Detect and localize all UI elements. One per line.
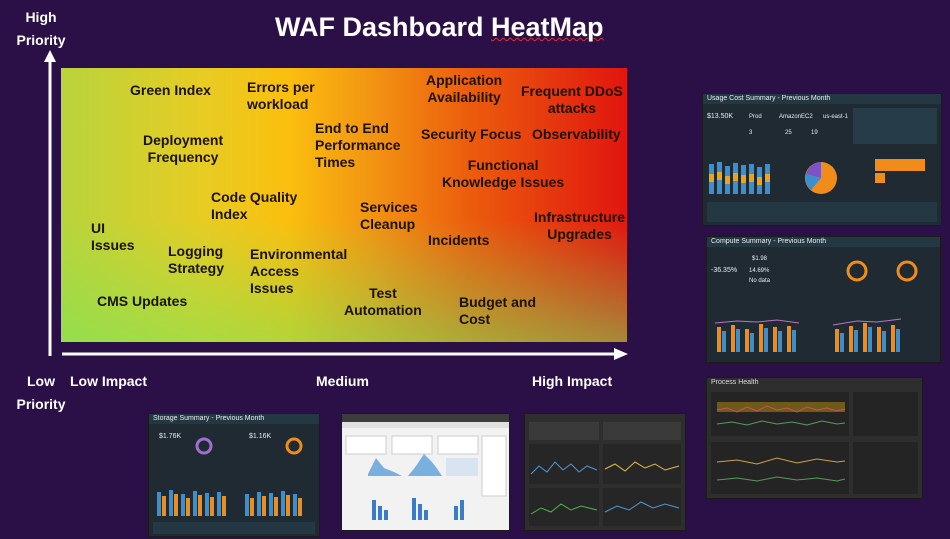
item-environmental-access: Environmental Access Issues xyxy=(250,246,348,296)
item-code-quality: Code Quality Index xyxy=(211,189,298,222)
y-axis-low-label: Low Priority xyxy=(16,373,66,412)
storage-value-2: $1.16K xyxy=(249,433,272,440)
item-observability: Observability xyxy=(532,126,621,142)
item-frequent-ddos: Frequent DDoS attacks xyxy=(521,83,623,116)
compute-thumb-title: Compute Summary - Previous Month xyxy=(711,238,827,245)
storage-thumb-graphic: $1.76K $1.16K xyxy=(153,433,315,534)
item-infrastructure-upgrades: Infrastructure Upgrades xyxy=(534,209,626,242)
x-axis-high-label: High Impact xyxy=(532,373,613,389)
compute-value-cost: $1.98 xyxy=(752,256,768,262)
item-services-cleanup: Services Cleanup xyxy=(360,199,418,232)
y-axis-arrowhead xyxy=(44,50,56,62)
storage-summary-thumbnail: Storage Summary - Previous Month $1.76K … xyxy=(148,413,320,537)
process-health-thumbnail: Process Health xyxy=(706,377,923,499)
usage-value-c: 19 xyxy=(811,130,818,136)
item-application-availability: Application Availability xyxy=(426,72,503,105)
usage-cost-thumbnail: Usage Cost Summary - Previous Month $13.… xyxy=(702,93,942,226)
item-budget-cost: Budget and Cost xyxy=(459,294,536,327)
item-logging-strategy: Logging Strategy xyxy=(168,243,225,276)
usage-value-service: AmazonEC2 xyxy=(779,114,813,120)
usage-value-b: 25 xyxy=(785,130,792,136)
storage-value-1: $1.76K xyxy=(159,433,182,440)
item-end-to-end: End to End Performance Times xyxy=(315,120,401,170)
heatmap-gradient xyxy=(61,68,627,342)
usage-value-a: 3 xyxy=(749,130,753,136)
item-ui-issues: UI Issues xyxy=(91,220,135,253)
process-thumb-graphic xyxy=(711,392,918,494)
storage-thumb-title: Storage Summary - Previous Month xyxy=(153,415,265,422)
process-thumb-title: Process Health xyxy=(711,379,759,386)
dashboard-title: WAF Dashboard HeatMap xyxy=(275,12,604,43)
item-green-index: Green Index xyxy=(130,82,211,98)
x-axis-low-label: Low Impact xyxy=(70,373,148,389)
monitoring-thumbnail xyxy=(524,413,686,531)
item-security-focus: Security Focus xyxy=(421,126,522,142)
analytics-page-thumbnail xyxy=(341,413,510,531)
compute-summary-thumbnail: Compute Summary - Previous Month -36.35%… xyxy=(706,236,941,363)
item-errors-per-workload: Errors per workload xyxy=(247,79,315,112)
compute-value-pct: -36.35% xyxy=(711,267,737,274)
compute-value-nodata: No data xyxy=(749,278,771,284)
y-axis-high-label: High Priority xyxy=(16,9,66,48)
title-underlined-text: HeatMap xyxy=(491,12,604,42)
usage-value-env: Prod xyxy=(749,114,762,120)
usage-thumb-title: Usage Cost Summary - Previous Month xyxy=(707,95,831,102)
usage-value-region: us-east-1 xyxy=(823,114,849,120)
item-deployment-frequency: Deployment Frequency xyxy=(143,132,224,165)
monitoring-thumb-graphic xyxy=(529,422,681,526)
compute-thumb-graphic: -36.35% $1.98 14.69% No data xyxy=(711,256,918,352)
compute-value-pct2: 14.69% xyxy=(749,268,770,274)
item-cms-updates: CMS Updates xyxy=(97,293,188,309)
x-axis-arrowhead xyxy=(614,348,628,360)
analytics-thumb-graphic xyxy=(342,414,509,520)
usage-value-cost: $13.50K xyxy=(707,113,733,120)
item-functional-knowledge: Functional Knowledge Issues xyxy=(442,157,565,190)
item-test-automation: Test Automation xyxy=(344,285,422,318)
item-incidents: Incidents xyxy=(428,232,490,248)
title-text: WAF Dashboard xyxy=(275,12,492,42)
x-axis-medium-label: Medium xyxy=(316,373,369,389)
usage-thumb-graphic: $13.50K Prod AmazonEC2 us-east-1 3 25 19 xyxy=(707,108,937,222)
